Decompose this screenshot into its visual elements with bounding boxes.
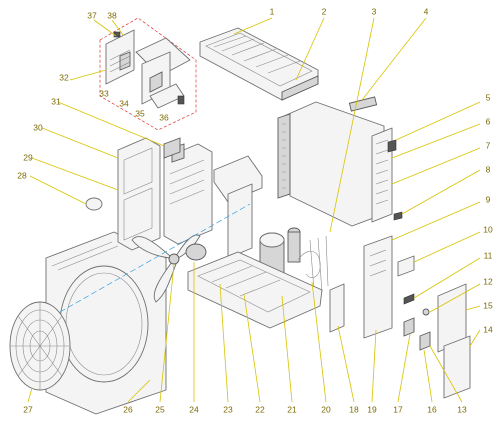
base-plate xyxy=(187,251,323,329)
callout-21: 21 xyxy=(287,404,297,414)
middle-partition xyxy=(163,143,213,245)
callout-37: 37 xyxy=(87,10,97,20)
callout-11: 11 xyxy=(484,250,493,260)
callout-17: 17 xyxy=(393,404,403,414)
callout-23: 23 xyxy=(223,404,233,414)
callout-35: 35 xyxy=(135,108,145,118)
leader-lines xyxy=(27,17,481,403)
callout-29: 29 xyxy=(23,152,33,162)
callout-20: 20 xyxy=(321,404,331,414)
callout-18: 18 xyxy=(349,404,359,414)
callout-14: 14 xyxy=(483,324,493,334)
callout-16: 16 xyxy=(427,404,437,414)
front-panel xyxy=(45,231,167,415)
callout-36: 36 xyxy=(159,112,169,122)
callout-10: 10 xyxy=(483,224,493,234)
callout-25: 25 xyxy=(155,404,165,414)
callout-13: 13 xyxy=(457,404,467,414)
fan-grille xyxy=(9,301,71,391)
fan-blade xyxy=(131,234,207,303)
callout-26: 26 xyxy=(123,404,133,414)
callout-2: 2 xyxy=(322,6,327,16)
callout-19: 19 xyxy=(367,404,377,414)
callout-9: 9 xyxy=(486,194,491,204)
callout-7: 7 xyxy=(486,140,491,150)
callout-27: 27 xyxy=(23,404,33,414)
callout-4: 4 xyxy=(424,6,429,16)
callout-32: 32 xyxy=(59,72,69,82)
condenser-coil xyxy=(277,96,403,227)
callout-22: 22 xyxy=(255,404,265,414)
callout-6: 6 xyxy=(486,116,491,126)
motor-support xyxy=(117,137,161,251)
callout-12: 12 xyxy=(483,276,493,286)
callout-labels: 1 2 3 4 5 6 7 8 9 10 11 12 13 14 15 16 1… xyxy=(17,6,493,414)
callout-3: 3 xyxy=(372,6,377,16)
callout-24: 24 xyxy=(189,404,199,414)
callout-33: 33 xyxy=(99,88,109,98)
callout-15: 15 xyxy=(483,300,493,310)
small-parts xyxy=(85,137,345,333)
valve-cover xyxy=(437,283,471,399)
callout-34: 34 xyxy=(119,98,129,108)
top-cover xyxy=(199,27,319,101)
callout-28: 28 xyxy=(17,170,27,180)
fan-axis xyxy=(59,203,251,313)
callout-38: 38 xyxy=(107,10,117,20)
callout-5: 5 xyxy=(486,92,491,102)
control-box-group xyxy=(99,17,197,131)
callout-1: 1 xyxy=(270,6,275,16)
right-side-plate xyxy=(363,235,415,339)
callout-31: 31 xyxy=(51,96,61,106)
callout-8: 8 xyxy=(486,164,491,174)
callout-30: 30 xyxy=(33,122,43,132)
